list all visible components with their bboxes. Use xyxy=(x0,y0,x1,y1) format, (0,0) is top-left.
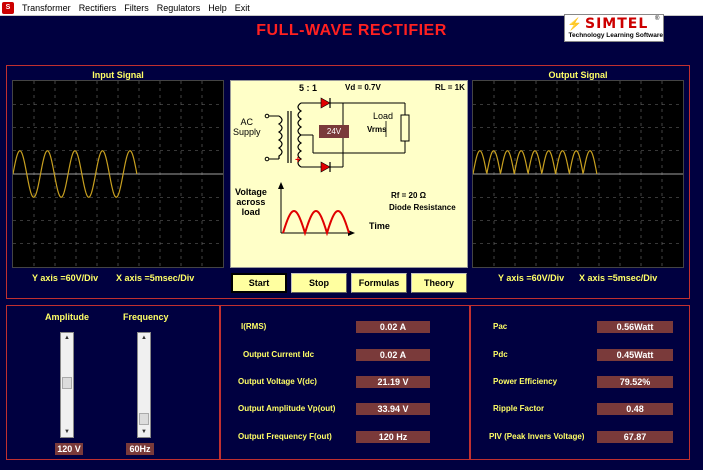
amplitude-label: Amplitude xyxy=(45,312,89,322)
amplitude-slider[interactable]: ▲ ▼ xyxy=(60,332,74,438)
logo-registered: ® xyxy=(655,16,660,22)
vdc-label: Output Voltage V(dc) xyxy=(238,377,317,386)
vrms-label: Vrms xyxy=(367,125,387,134)
theory-button[interactable]: Theory xyxy=(411,273,467,293)
input-x-axis: X axis =5msec/Div xyxy=(116,273,195,283)
amplitude-slider-thumb[interactable] xyxy=(62,377,72,389)
tap-voltage: 24V xyxy=(326,127,342,136)
irms-value: 0.02 A xyxy=(356,321,430,333)
input-scope xyxy=(12,80,224,268)
measurements-panel-left xyxy=(220,305,470,460)
fout-value: 120 Hz xyxy=(356,431,430,443)
scroll-down-icon[interactable]: ▼ xyxy=(141,429,147,435)
frequency-slider[interactable]: ▲ ▼ xyxy=(137,332,151,438)
ac-supply-label: AC Supply xyxy=(233,117,261,137)
rf-label: Rf = 20 Ω xyxy=(391,191,427,200)
output-y-axis: Y axis =60V/Div xyxy=(498,273,565,283)
menu-transformer[interactable]: Transformer xyxy=(22,2,71,13)
menu-help[interactable]: Help xyxy=(208,2,227,13)
app-title: FULL-WAVE RECTIFIER xyxy=(256,22,447,39)
simulation-panel xyxy=(6,65,690,299)
scroll-up-icon[interactable]: ▲ xyxy=(64,335,70,341)
menu-regulators[interactable]: Regulators xyxy=(156,2,201,13)
pdc-label: Pdc xyxy=(493,350,508,359)
menu-bar: S Transformer Rectifiers Filters Regulat… xyxy=(0,0,703,16)
controls-panel xyxy=(6,305,220,460)
idc-label: Output Current Idc xyxy=(243,350,315,359)
diode-resistance-label: Diode Resistance xyxy=(389,203,456,212)
measurements-panel-right xyxy=(470,305,690,460)
idc-value: 0.02 A xyxy=(356,349,430,361)
circuit-diagram: 5 : 1 Vd = 0.7V RL = 1K AC Supply 24V Lo… xyxy=(230,80,468,268)
formulas-button[interactable]: Formulas xyxy=(351,273,407,293)
load-voltage-wave xyxy=(282,209,350,237)
logo-tagline: Technology Learning Software xyxy=(568,32,663,39)
pac-label: Pac xyxy=(493,322,508,331)
output-x-axis: X axis =5msec/Div xyxy=(579,273,658,283)
scroll-down-icon[interactable]: ▼ xyxy=(64,429,70,435)
simtel-logo: ⚡ SIMTEL ® Technology Learning Software xyxy=(564,14,664,42)
frequency-value: 60Hz xyxy=(126,443,154,455)
output-rectified-trace xyxy=(473,150,598,175)
menu-exit[interactable]: Exit xyxy=(234,2,250,13)
output-signal-title: Output Signal xyxy=(548,70,608,80)
stop-button[interactable]: Stop xyxy=(291,273,347,293)
ripple-factor-value: 0.48 xyxy=(597,403,673,415)
input-signal-title: Input Signal xyxy=(92,70,144,80)
irms-label: I(RMS) xyxy=(241,322,267,331)
power-efficiency-value: 79.52% xyxy=(597,376,673,388)
menu-rectifiers[interactable]: Rectifiers xyxy=(78,2,117,13)
input-waveform xyxy=(13,81,223,267)
polarity-plus: + xyxy=(295,155,301,166)
frequency-slider-thumb[interactable] xyxy=(139,413,149,425)
output-waveform xyxy=(473,81,683,267)
output-scope xyxy=(472,80,684,268)
menu-filters[interactable]: Filters xyxy=(124,2,149,13)
piv-label: PIV (Peak Invers Voltage) xyxy=(489,432,585,441)
load-resistance: RL = 1K xyxy=(435,83,465,92)
ripple-factor-label: Ripple Factor xyxy=(493,404,545,413)
input-y-axis: Y axis =60V/Div xyxy=(32,273,99,283)
load-label: Load xyxy=(373,111,394,121)
power-efficiency-label: Power Efficiency xyxy=(493,377,558,386)
turns-ratio: 5 : 1 xyxy=(299,83,318,93)
scroll-up-icon[interactable]: ▲ xyxy=(141,335,147,341)
vpout-label: Output Amplitude Vp(out) xyxy=(238,404,336,413)
input-sine-trace xyxy=(13,150,138,198)
time-label: Time xyxy=(369,221,390,231)
pdc-value: 0.45Watt xyxy=(597,349,673,361)
vpout-value: 33.94 V xyxy=(356,403,430,415)
amplitude-value: 120 V xyxy=(55,443,83,455)
diode-voltage: Vd = 0.7V xyxy=(345,83,381,92)
piv-value: 67.87 xyxy=(597,431,673,443)
fout-label: Output Frequency F(out) xyxy=(238,432,332,441)
start-button[interactable]: Start xyxy=(231,273,287,293)
vdc-value: 21.19 V xyxy=(356,376,430,388)
circuit-schematic xyxy=(264,97,410,237)
logo-name: SIMTEL xyxy=(585,16,649,32)
pac-value: 0.56Watt xyxy=(597,321,673,333)
logo-mark-icon: ⚡ xyxy=(567,17,582,31)
frequency-label: Frequency xyxy=(123,312,169,322)
app-icon: S xyxy=(2,1,14,14)
voltage-across-load-label: Voltage across load xyxy=(235,187,267,217)
